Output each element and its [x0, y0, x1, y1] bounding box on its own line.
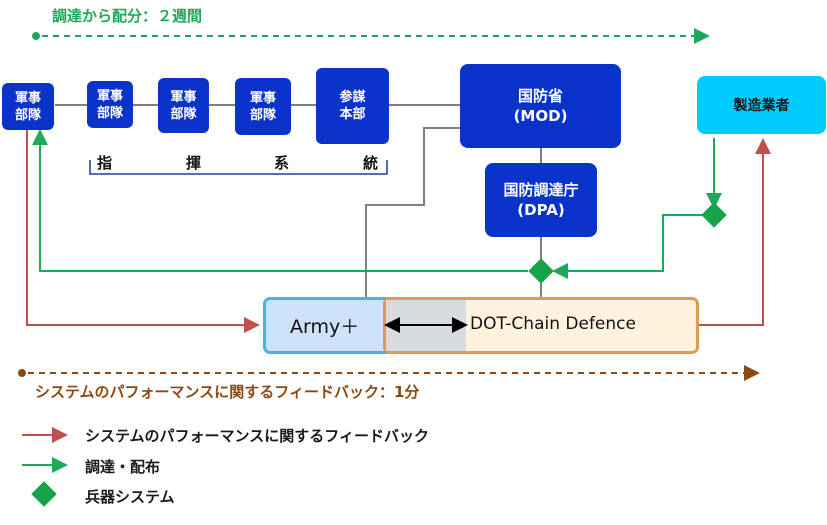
- dpa-name: 国防調達庁: [503, 181, 579, 199]
- legend-feedback-label: システムのパフォーマンスに関するフィードバック: [85, 427, 429, 445]
- legend-weapon-label: 兵器システム: [85, 488, 175, 506]
- mod-abbr: (MOD): [513, 107, 568, 125]
- dot-chain-defence-label: DOT-Chain Defence: [470, 314, 636, 334]
- timeline-top-arrow: [32, 28, 710, 44]
- chain-of-command-bracket: [89, 160, 388, 175]
- ministry-of-defence[interactable]: 国防省 (MOD): [460, 64, 621, 148]
- supply-line: [32, 129, 722, 279]
- timeline-top-label: 調達から配分：２週間: [52, 7, 203, 25]
- timeline-bottom-arrow: [18, 365, 760, 381]
- weapon-system-diamond-icon: [528, 258, 554, 284]
- timeline-bottom-label: システムのパフォーマンスに関するフィードバック：1分: [35, 383, 420, 401]
- military-unit-3[interactable]: 軍事 部隊: [235, 78, 291, 135]
- legend-supply-label: 調達・配布: [85, 458, 161, 476]
- army-plus-label: Army＋: [290, 316, 360, 338]
- chain-of-command-char-2: 揮: [186, 154, 202, 172]
- military-unit-1[interactable]: 軍事 部隊: [87, 81, 133, 128]
- defence-procurement-agency[interactable]: 国防調達庁 (DPA): [485, 163, 597, 237]
- chain-of-command-char-3: 系: [274, 154, 290, 172]
- mod-name: 国防省: [517, 87, 563, 105]
- green-diamond-icon: [31, 481, 57, 507]
- manufacturer[interactable]: 製造業者: [697, 76, 826, 134]
- weapon-system-diamond-icon: [701, 202, 727, 228]
- military-unit-left[interactable]: 軍事 部隊: [2, 83, 54, 130]
- feedback-line: [26, 130, 771, 333]
- chain-of-command-char-1: 指: [97, 154, 113, 172]
- bidirectional-arrow-icon: [384, 317, 468, 333]
- military-unit-2[interactable]: 軍事 部隊: [158, 78, 209, 133]
- dpa-abbr: (DPA): [517, 201, 565, 219]
- chain-of-command-char-4: 統: [363, 154, 379, 172]
- general-staff-hq[interactable]: 参謀 本部: [316, 68, 389, 144]
